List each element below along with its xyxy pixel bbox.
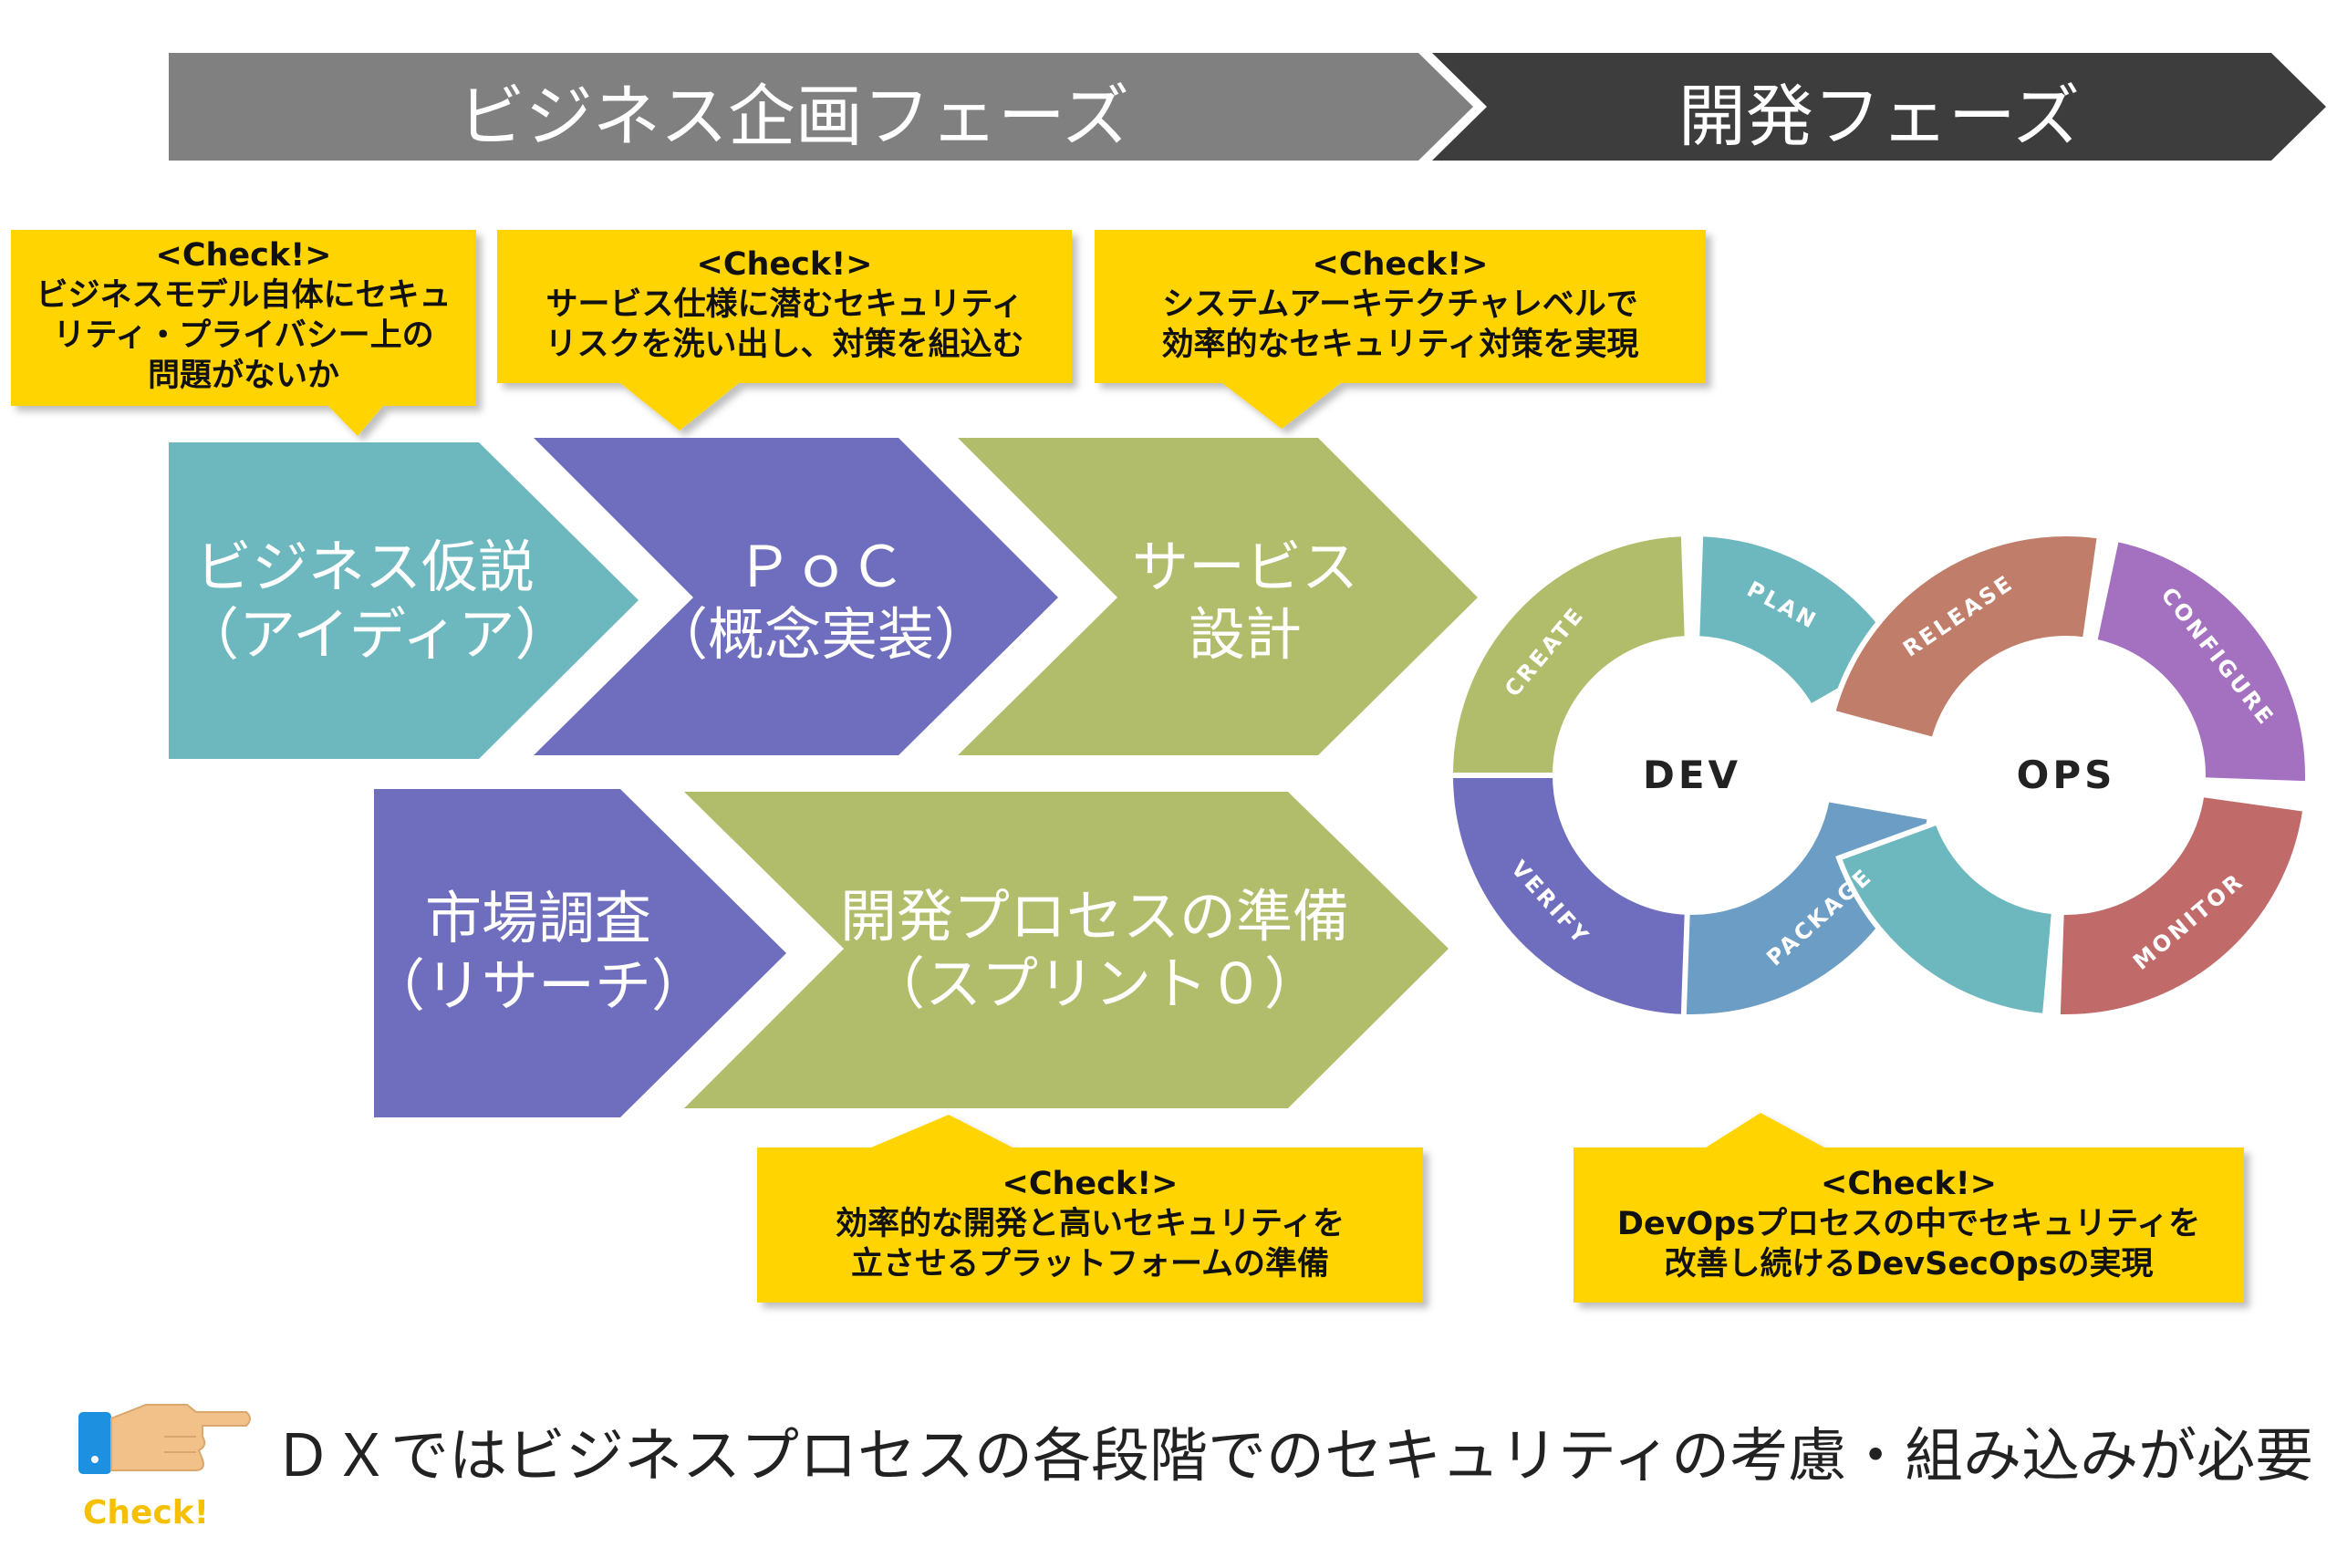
pointing-hand-icon bbox=[78, 1404, 251, 1474]
step-dev-prep-chevron bbox=[684, 792, 1449, 1108]
step-market-research-chevron bbox=[374, 789, 786, 1117]
callout-service-spec-text: <Check!> サービス仕様に潜むセキュリティ リスクを洗い出し、対策を組込む bbox=[545, 246, 1024, 363]
ops-label: OPS bbox=[2016, 753, 2116, 797]
check-label: Check! bbox=[82, 1494, 210, 1532]
callout-system-architecture bbox=[1095, 230, 1706, 429]
step-hypothesis-chevron bbox=[169, 442, 639, 759]
callout-business-model bbox=[11, 230, 476, 436]
step-poc-label: ＰｏＣ （概念実装） bbox=[650, 534, 991, 668]
step-hypothesis-label: ビジネス仮説 （アイディア） bbox=[182, 534, 572, 668]
step-service-design-label: サービス 設計 bbox=[1131, 534, 1358, 668]
step-poc-chevron bbox=[534, 438, 1058, 755]
step-dev-prep-label: 開発プロセスの準備 （スプリント０） bbox=[839, 883, 1349, 1017]
step-service-design-chevron bbox=[958, 438, 1478, 755]
callout-system-architecture-text: <Check!> システムアーキテクチャレベルで 効率的なセキュリティ対策を実現 bbox=[1161, 246, 1639, 363]
bottom-message: ＤＸではビジネスプロセスの各段階でのセキュリティの考慮・組み込みが必要 bbox=[274, 1423, 2314, 1490]
business-phase-label: ビジネス企画フェーズ bbox=[457, 78, 1130, 156]
development-phase-label: 開発フェーズ bbox=[1677, 78, 2081, 156]
business-phase-arrow bbox=[169, 53, 1473, 161]
callout-devsecops bbox=[1574, 1113, 2244, 1303]
callout-business-model-text: <Check!> ビジネスモデル自体にセキュ リティ・プライバシー上の 問題がな… bbox=[36, 237, 452, 394]
callout-platform bbox=[757, 1115, 1423, 1303]
development-phase-arrow bbox=[1432, 53, 2326, 161]
callout-service-spec bbox=[497, 230, 1072, 431]
callout-platform-text: <Check!> 効率的な開発と高いセキュリティを 立させるプラットフォームの準… bbox=[836, 1166, 1345, 1282]
callout-devsecops-text: <Check!> DevOpsプロセスの中でセキュリティを 改善し続けるDevS… bbox=[1616, 1166, 2201, 1282]
dev-center-disc bbox=[1555, 639, 1829, 912]
dev-label: DEV bbox=[1642, 753, 1742, 797]
step-market-research-label: 市場調査 （リサーチ） bbox=[368, 885, 708, 1019]
ops-center-disc bbox=[1929, 639, 2203, 912]
